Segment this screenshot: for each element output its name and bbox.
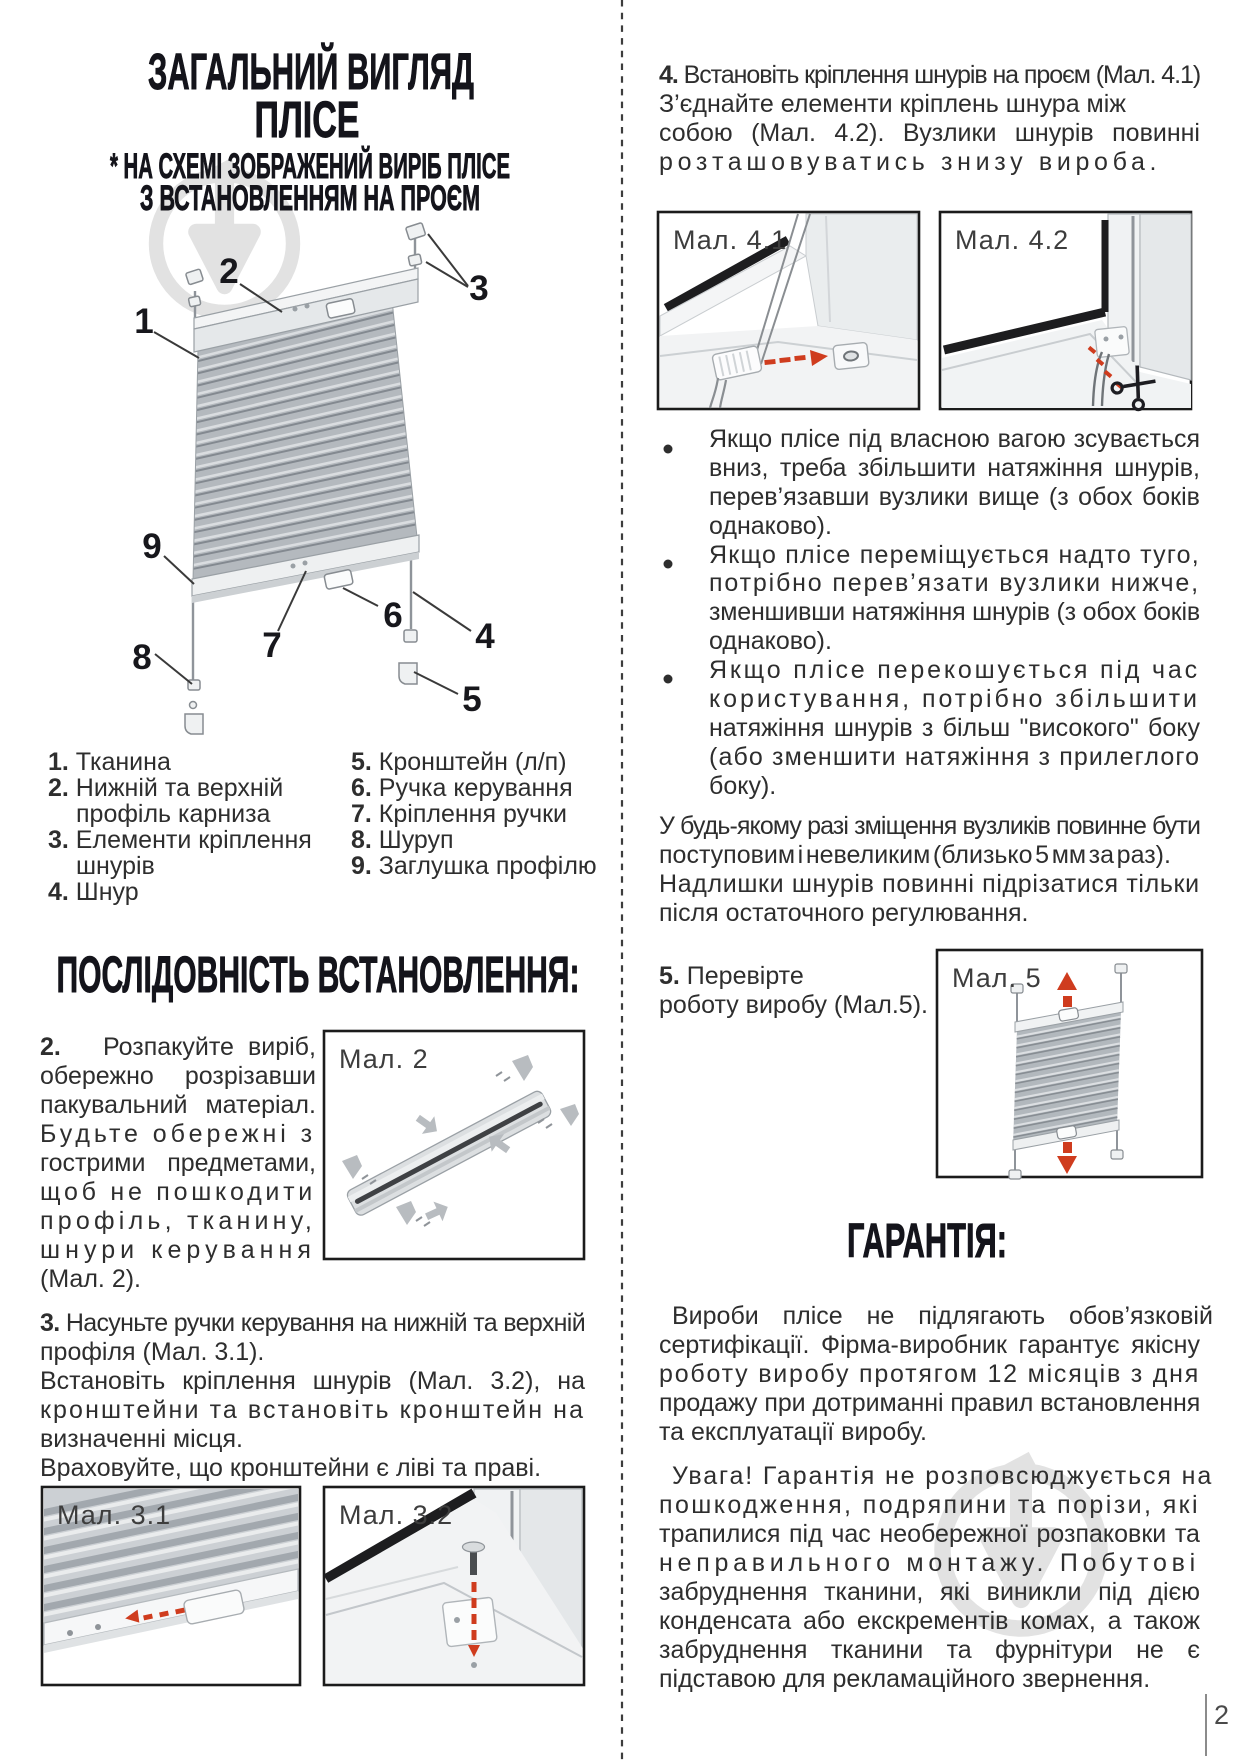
svg-text:Мал. 3.1: Мал. 3.1 [57, 1500, 171, 1530]
svg-text:3: 3 [469, 269, 488, 308]
svg-text:6: 6 [383, 596, 402, 635]
svg-text:2: 2 [219, 252, 238, 291]
svg-text:* НА СХЕМІ ЗОБРАЖЕНИЙ ВИРІБ ПЛ: * НА СХЕМІ ЗОБРАЖЕНИЙ ВИРІБ ПЛІСЕ [110, 146, 510, 186]
svg-text:5: 5 [462, 680, 481, 719]
svg-text:9: 9 [142, 527, 161, 566]
svg-text:8: 8 [132, 638, 151, 677]
svg-text:7: 7 [262, 626, 281, 665]
svg-text:З ВСТАНОВЛЕННЯМ НА ПРОЄМ: З ВСТАНОВЛЕННЯМ НА ПРОЄМ [140, 179, 480, 218]
svg-text:Мал. 2: Мал. 2 [339, 1044, 429, 1074]
svg-text:ПОСЛІДОВНІСТЬ ВСТАНОВЛЕННЯ:: ПОСЛІДОВНІСТЬ ВСТАНОВЛЕННЯ: [57, 946, 580, 1003]
svg-text:Мал. 3.2: Мал. 3.2 [339, 1500, 453, 1530]
svg-text:2: 2 [1214, 1700, 1229, 1730]
svg-text:ЗАГАЛЬНИЙ ВИГЛЯД: ЗАГАЛЬНИЙ ВИГЛЯД [148, 42, 474, 100]
svg-text:1: 1 [134, 302, 153, 341]
svg-text:Мал. 4.2: Мал. 4.2 [955, 225, 1069, 255]
svg-text:ГАРАНТІЯ:: ГАРАНТІЯ: [847, 1215, 1007, 1268]
svg-text:Мал. 5: Мал. 5 [952, 963, 1042, 993]
svg-text:Мал. 4.1: Мал. 4.1 [673, 225, 787, 255]
svg-text:ПЛІСЕ: ПЛІСЕ [255, 91, 360, 148]
svg-text:4: 4 [475, 617, 495, 656]
